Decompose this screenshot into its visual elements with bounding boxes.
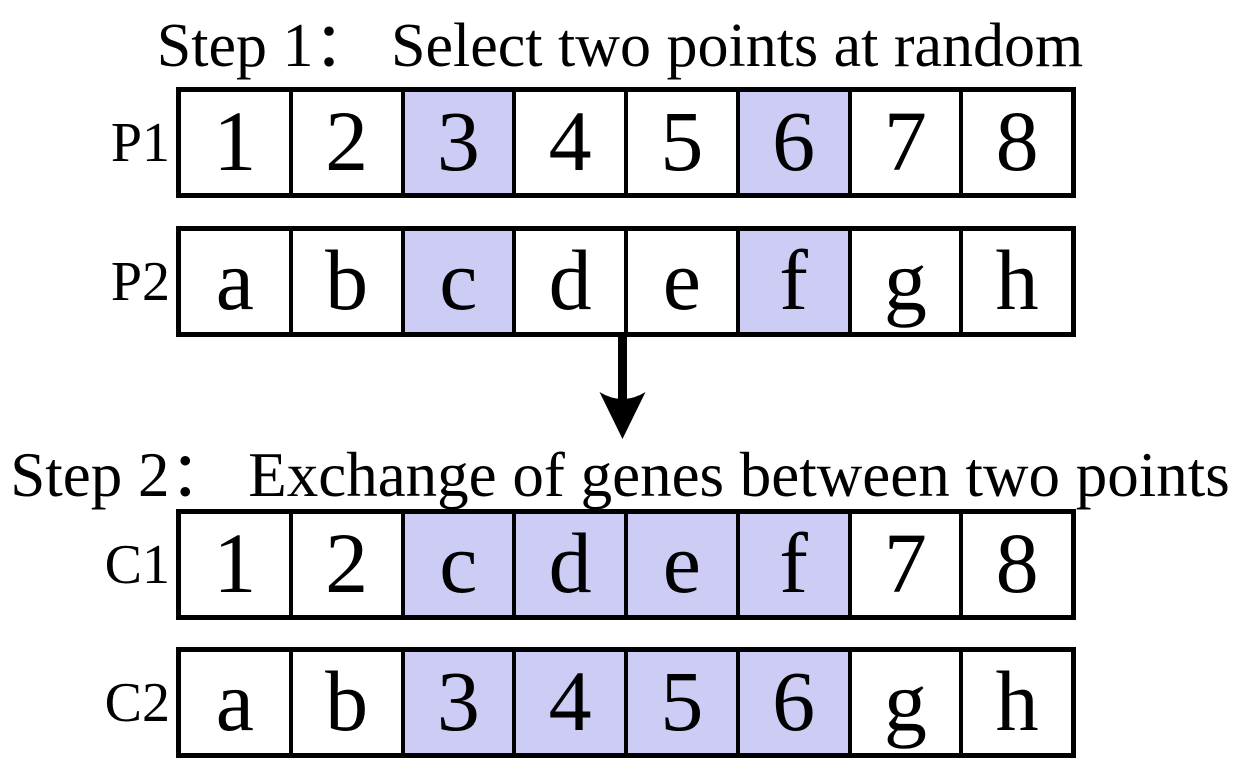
- gene-cell-highlighted: 3: [404, 652, 517, 753]
- row-label-c1: C1: [104, 533, 170, 596]
- gene-cell-highlighted: f: [739, 231, 852, 332]
- step1-title: Step 1： Select two points at random: [156, 12, 1084, 80]
- gene-cell: g: [852, 231, 964, 332]
- row-label-c2: C2: [104, 671, 170, 734]
- gene-cell-highlighted: c: [404, 231, 517, 332]
- row-label-p1: P1: [110, 111, 170, 174]
- down-arrow-icon: [599, 337, 646, 439]
- gene-cell-highlighted: c: [404, 514, 517, 615]
- step2-title: Step 2： Exchange of genes between two po…: [10, 440, 1230, 510]
- gene-cell: 8: [995, 514, 1039, 611]
- gene-cell: h: [995, 652, 1039, 749]
- gene-cell: h: [995, 231, 1039, 328]
- gene-cell-highlighted: f: [739, 514, 852, 615]
- gene-cell: 8: [995, 92, 1039, 189]
- gene-cell: e: [628, 231, 740, 332]
- gene-cell: b: [293, 652, 405, 753]
- gene-cell: 7: [852, 514, 964, 615]
- gene-cell-highlighted: d: [516, 514, 628, 615]
- gene-cell: 4: [516, 92, 628, 193]
- gene-cell-highlighted: 5: [628, 652, 740, 753]
- gene-cell: 7: [852, 92, 964, 193]
- gene-cell-highlighted: 6: [739, 652, 852, 753]
- gene-cell: d: [516, 231, 628, 332]
- gene-cell: a: [181, 231, 293, 332]
- gene-cell: b: [293, 231, 405, 332]
- gene-cell-highlighted: 6: [739, 92, 852, 193]
- gene-cell: 2: [293, 514, 405, 615]
- gene-cell: 1: [181, 514, 293, 615]
- row-label-p2: P2: [110, 250, 170, 313]
- gene-cell-highlighted: 4: [516, 652, 628, 753]
- gene-cell: a: [181, 652, 293, 753]
- gene-cell: g: [852, 652, 964, 753]
- gene-cell: 1: [181, 92, 293, 193]
- gene-cell: 5: [628, 92, 740, 193]
- gene-cell: 2: [293, 92, 405, 193]
- gene-cell-highlighted: e: [628, 514, 740, 615]
- gene-cell-highlighted: 3: [404, 92, 517, 193]
